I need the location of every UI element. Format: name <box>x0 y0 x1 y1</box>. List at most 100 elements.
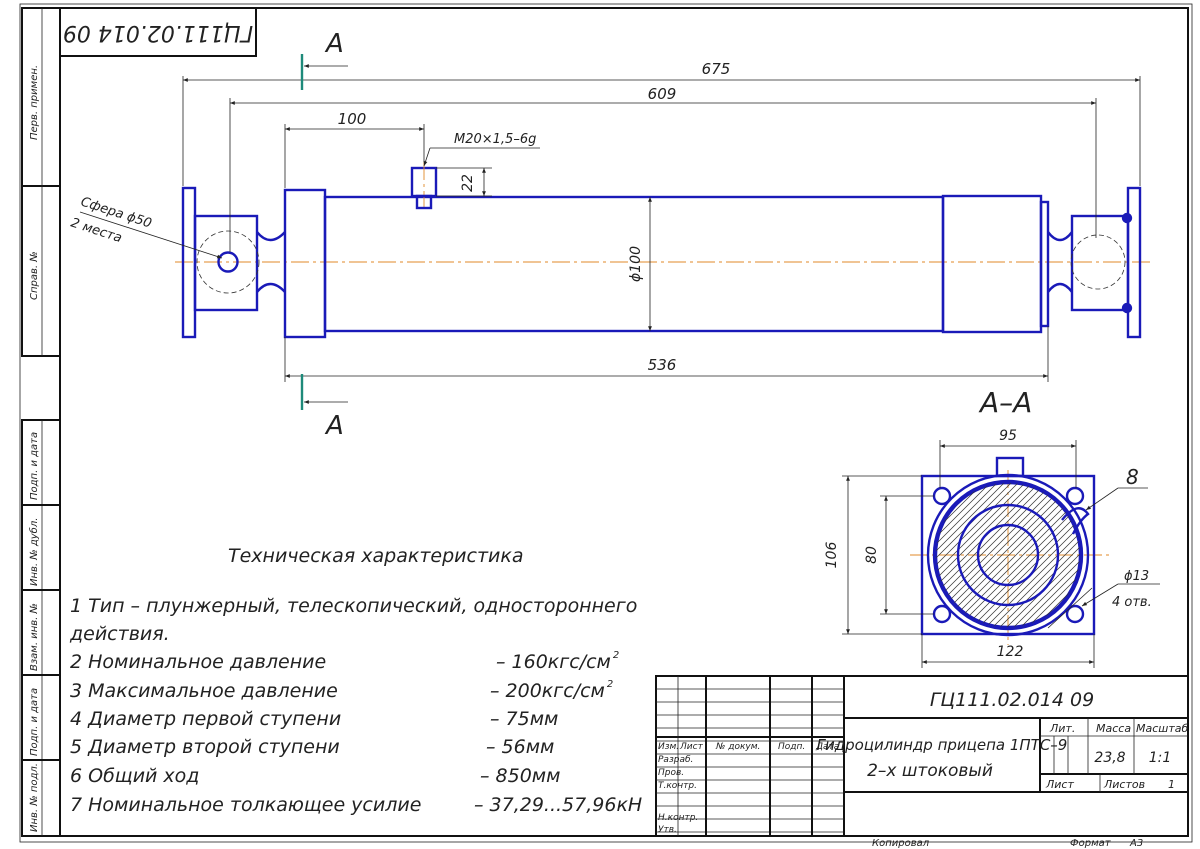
spec-label-5: 4 Диаметр первой ступени <box>70 708 341 730</box>
label-sprav-no: Справ. № <box>29 251 40 300</box>
tb-name-2: 2–х штоковый <box>867 761 993 781</box>
top-code: ГЦ111.02.014 09 <box>63 20 253 45</box>
spec-block: Техническая характеристика 1 Тип – плунж… <box>69 545 642 816</box>
dim-536: 536 <box>648 356 677 374</box>
tb-razrab: Разраб. <box>658 755 693 765</box>
spec-list: 1 Тип – плунжерный, телескопический, одн… <box>69 595 642 816</box>
side-strip-labels: Перв. примен. Справ. № Подп. и дата Инв.… <box>28 65 40 832</box>
hatch-line <box>949 483 1080 627</box>
tb-sheets-val: 1 <box>1168 778 1175 791</box>
hatch-line <box>991 483 1080 627</box>
spec-value-3: – 160кгс/см <box>496 651 611 673</box>
spec-label-3: 2 Номинальное давление <box>70 651 326 673</box>
tb-sheets: Листов <box>1103 778 1145 791</box>
hatch-line <box>1019 483 1080 627</box>
tb-masshtab: Масштаб <box>1136 722 1188 735</box>
hatch-line <box>936 483 999 627</box>
tb-format-val: А3 <box>1129 838 1143 849</box>
hatch-line <box>936 483 1041 627</box>
dim-80: 80 <box>864 546 880 564</box>
dim-675: 675 <box>702 60 731 78</box>
spec-label-2: действия. <box>69 623 170 645</box>
cylinder-side-view <box>175 162 1152 339</box>
spec-title: Техническая характеристика <box>228 545 523 567</box>
hatch-line <box>1054 483 1080 627</box>
hatch-line <box>936 483 1048 627</box>
label-podp-data-1: Подп. и дата <box>29 432 40 500</box>
tb-sheet: Лист <box>1045 778 1074 791</box>
dim-95: 95 <box>999 428 1017 444</box>
sheet-frame <box>19 3 1193 843</box>
tb-code: ГЦ111.02.014 09 <box>930 689 1094 711</box>
spec-value-8: – 37,29...57,96кН <box>474 794 642 816</box>
spec-value-7: – 850мм <box>480 765 560 787</box>
hatch-line <box>936 483 1034 627</box>
dim-hole-2: 4 отв. <box>1112 595 1152 610</box>
hatch-line <box>1026 483 1080 627</box>
spec-value-5: – 75мм <box>490 708 558 730</box>
hatch-line <box>936 483 1062 627</box>
hatch-line <box>936 483 1020 627</box>
hatch-line <box>984 483 1080 627</box>
hatch-line <box>1005 483 1080 627</box>
section-label-top: A <box>324 29 344 59</box>
spec-label-6: 5 Диаметр второй ступени <box>70 736 340 758</box>
spec-sup-4: 2 <box>607 679 613 690</box>
hatch-line <box>936 483 992 627</box>
spec-sup-3: 2 <box>613 650 619 661</box>
label-podp-data-2: Подп. и дата <box>29 688 40 756</box>
hatch-line <box>998 483 1080 627</box>
tb-h-doc: № докум. <box>715 742 760 752</box>
dim-122: 122 <box>997 644 1024 660</box>
hatch-line <box>936 483 1055 627</box>
dim-100: 100 <box>338 110 367 128</box>
label-vzam-inv: Взам. инв. № <box>29 603 40 671</box>
section-title: A–A <box>978 386 1032 419</box>
tb-format: Формат <box>1070 838 1112 849</box>
label-inv-dubl: Инв. № дубл. <box>28 518 40 586</box>
tb-h-izm: Изм. <box>658 742 679 752</box>
sphere-hole-left <box>217 251 239 273</box>
section-label-bottom: A <box>324 411 344 441</box>
tb-utv: Утв. <box>658 825 677 835</box>
tb-name-1: Гидроцилиндр прицепа 1ПТС–9 <box>817 736 1068 754</box>
hatch-line <box>936 483 1006 627</box>
spec-label-7: 6 Общий ход <box>70 765 199 787</box>
tb-lit: Лит. <box>1049 722 1075 735</box>
hatch-line <box>936 483 1013 627</box>
title-block: ГЦ111.02.014 09 Гидроцилиндр прицепа 1ПТ… <box>655 675 1189 849</box>
position-8: 8 <box>1126 465 1139 489</box>
tb-kopiroval: Копировал <box>872 838 930 849</box>
spec-label-8: 7 Номинальное толкающее усилие <box>70 794 421 816</box>
tb-tkontr: Т.контр. <box>658 781 697 791</box>
tb-mass-val: 23,8 <box>1094 750 1125 766</box>
tb-massa: Масса <box>1096 722 1131 735</box>
hatch-line <box>936 483 1027 627</box>
tb-h-list: Лист <box>679 742 704 752</box>
top-code-box: ГЦ111.02.014 09 <box>59 7 257 57</box>
section-markers: A A A–A <box>300 29 1032 441</box>
spec-value-4: – 200кгс/см <box>490 680 605 702</box>
dim-22: 22 <box>460 174 476 192</box>
spec-label-1: 1 Тип – плунжерный, телескопический, одн… <box>70 595 637 617</box>
dim-106: 106 <box>824 542 840 569</box>
tb-scale-val: 1:1 <box>1149 750 1172 766</box>
label-perv-primen: Перв. примен. <box>29 65 40 140</box>
dim-dia100: ϕ100 <box>628 246 644 282</box>
tb-h-podp: Подп. <box>778 742 805 752</box>
hatch-line <box>970 483 1080 627</box>
label-inv-podl: Инв. № подл. <box>29 763 40 832</box>
main-view-dimensions: 675 609 100 M20×1,5–6g 22 ϕ100 536 Сфера… <box>69 60 1141 382</box>
hatch-line <box>936 483 1069 627</box>
spec-value-6: – 56мм <box>486 736 554 758</box>
hatch-line <box>1012 483 1080 627</box>
dim-hole-1: ϕ13 <box>1124 569 1149 584</box>
dim-thread: M20×1,5–6g <box>454 132 536 147</box>
tb-h-data: Дата <box>815 742 839 752</box>
tb-nkontr: Н.контр. <box>658 813 698 823</box>
spec-label-4: 3 Максимальное давление <box>70 680 338 702</box>
dim-609: 609 <box>648 85 677 103</box>
tb-prov: Пров. <box>658 768 684 778</box>
